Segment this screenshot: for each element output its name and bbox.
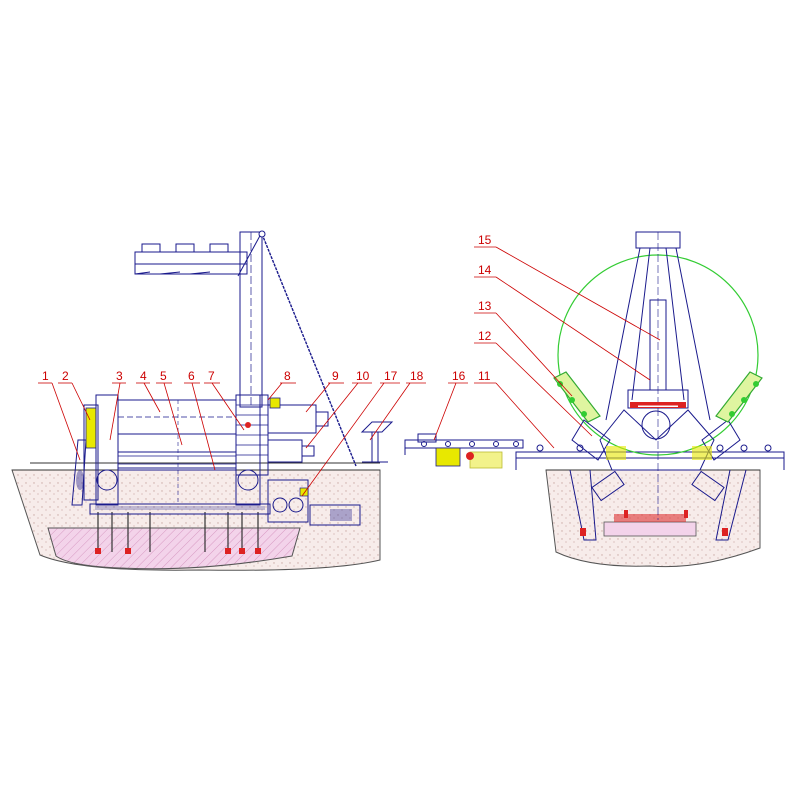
callout-2: 2 — [62, 369, 69, 383]
anchor-bolts — [97, 512, 259, 552]
callout-8: 8 — [284, 369, 291, 383]
side-view-labels: 1 2 3 4 5 6 7 8 9 10 17 18 — [38, 369, 426, 497]
callout-11: 11 — [478, 369, 491, 383]
callout-14: 14 — [478, 263, 492, 277]
callout-10: 10 — [356, 369, 370, 383]
callout-17: 17 — [384, 369, 398, 383]
callout-7: 7 — [208, 369, 215, 383]
foundation-right — [603, 521, 697, 537]
callout-1: 1 — [42, 369, 49, 383]
callout-3: 3 — [116, 369, 123, 383]
callout-4: 4 — [140, 369, 147, 383]
center-part — [404, 433, 524, 469]
center-part-label: 16 — [433, 369, 468, 441]
callout-16: 16 — [452, 369, 466, 383]
callout-5: 5 — [160, 369, 167, 383]
callout-6: 6 — [188, 369, 195, 383]
callout-18: 18 — [410, 369, 424, 383]
foundation-left — [47, 527, 301, 570]
side-view — [11, 230, 394, 571]
front-view: ▬▬▬▬▬▬▬▬ — [515, 231, 785, 568]
svg-text:▬▬▬▬▬▬▬▬: ▬▬▬▬▬▬▬▬ — [638, 403, 678, 409]
front-view-labels: 15 14 13 12 11 — [474, 233, 661, 449]
callout-9: 9 — [332, 369, 339, 383]
callout-12: 12 — [478, 329, 492, 343]
callout-15: 15 — [478, 233, 492, 247]
callout-13: 13 — [478, 299, 492, 313]
